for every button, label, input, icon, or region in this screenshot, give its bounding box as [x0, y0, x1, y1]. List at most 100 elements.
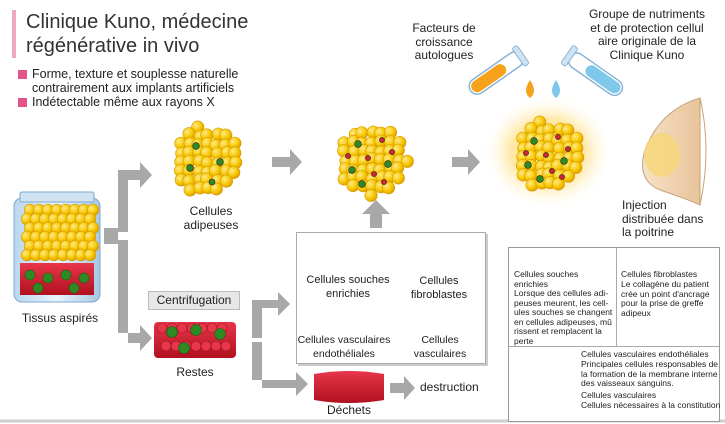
red-cell	[543, 152, 549, 158]
red-cell	[156, 322, 168, 334]
stem-cells-label: Cellules souches enrichies	[306, 274, 390, 300]
green-cell	[536, 175, 544, 183]
red-cell	[549, 168, 555, 174]
destruction-label: destruction	[420, 380, 479, 394]
green-cell	[216, 158, 224, 166]
green-cell	[354, 140, 362, 148]
breast-illustration	[642, 97, 707, 206]
red-cell	[160, 340, 172, 352]
centrifugation-label: Centrifugation	[148, 291, 240, 310]
waste-label: Déchets	[326, 403, 372, 417]
arrow-remainder-to-box	[238, 292, 290, 338]
endothelial-label: Cellules vasculaires endothéliales	[297, 334, 391, 360]
red-cell	[381, 179, 387, 185]
legend-divider-h	[509, 346, 719, 347]
fat-cell	[219, 174, 233, 188]
activated-cell-cluster	[515, 115, 585, 192]
red-cell	[190, 340, 202, 352]
adipose-cells-label: Cellules adipeuses	[183, 204, 239, 232]
red-cell	[365, 155, 371, 161]
green-cell	[32, 282, 44, 294]
green-cell	[190, 324, 202, 336]
arrow-destruction	[390, 376, 415, 400]
legend-vasc-title: Cellules vasculaires	[581, 390, 657, 400]
green-cell	[68, 282, 80, 294]
green-cell	[24, 269, 36, 281]
red-cell	[345, 153, 351, 159]
red-cell	[371, 171, 377, 177]
green-cell	[166, 326, 178, 338]
legend-fibro-title: Cellules fibroblastes	[621, 269, 698, 279]
arrow-remainder-to-waste	[238, 342, 308, 396]
red-cell	[389, 149, 395, 155]
arrow-to-adipose	[104, 162, 152, 232]
vascular-label: Cellules vasculaires	[413, 334, 467, 360]
fat-cell	[569, 160, 583, 174]
growth-factor-tube	[468, 45, 530, 95]
fat-cell	[551, 177, 565, 191]
fat-cell	[382, 181, 396, 195]
green-cell	[358, 180, 366, 188]
green-cell	[60, 269, 72, 281]
fat-cell	[400, 154, 414, 168]
aspirated-tissue-label: Tissus aspirés	[21, 311, 99, 325]
bullet-text-1: Forme, texture et souplesse naturelle co…	[32, 67, 239, 95]
fat-cell	[227, 165, 241, 179]
arrow-cluster-to-injection	[452, 149, 480, 175]
nutrient-tube	[560, 45, 624, 97]
green-cell	[208, 178, 216, 186]
legend-stem-title: Cellules souches enrichies	[514, 269, 579, 289]
red-cell	[176, 322, 188, 334]
arrow-stem	[104, 228, 118, 244]
title-accent-bar	[12, 10, 16, 58]
legend-endo-desc: Principales cellules responsables de la …	[581, 359, 719, 388]
green-cell	[348, 166, 356, 174]
waste-tissue	[314, 371, 384, 403]
bullet-text-2: Indétectable même aux rayons X	[32, 95, 215, 109]
bullet-marker	[18, 98, 27, 107]
red-cell	[523, 150, 529, 156]
fat-cell	[83, 248, 97, 262]
green-cell	[524, 161, 532, 169]
green-cell	[178, 342, 190, 354]
legend-stem-desc: Lorsque des cellules adi- peuses meurent…	[514, 288, 613, 346]
remainder-tissue	[154, 322, 236, 358]
green-cell	[214, 328, 226, 340]
green-cell	[192, 142, 200, 150]
fat-cell	[209, 182, 223, 196]
legend-panel	[508, 247, 720, 422]
bullet-marker	[18, 70, 27, 79]
fat-cell	[391, 171, 405, 185]
green-cell	[530, 137, 538, 145]
green-cell	[186, 164, 194, 172]
nutrients-label: Groupe de nutriments et de protection ce…	[588, 7, 706, 62]
arrow-up	[362, 200, 390, 228]
remainder-label: Restes	[176, 365, 214, 379]
arrow-adipose-to-cluster	[272, 149, 302, 175]
fibroblasts-label: Cellules fibroblastes	[410, 275, 468, 301]
orange-drop	[526, 80, 534, 98]
adipose-cell-cluster	[173, 120, 243, 197]
page-title: Clinique Kuno, médecine régénérative in …	[26, 11, 249, 57]
enriched-cell-cluster	[337, 125, 414, 202]
red-cell	[379, 137, 385, 143]
legend-vasc-desc: Cellules nécessaires à la constitution	[581, 400, 721, 410]
red-cell	[565, 146, 571, 152]
legend-endo-title: Cellules vasculaires endothéliales	[581, 349, 709, 359]
red-cell	[210, 340, 222, 352]
flow-arrows	[104, 149, 480, 400]
green-cell	[384, 160, 392, 168]
growth-factors-label: Facteurs de croissance autologues	[412, 21, 476, 62]
legend-fibro-desc: Le collagène du patient crée un point d'…	[621, 279, 710, 318]
green-cell	[560, 157, 568, 165]
aspirated-tissue-jar	[13, 191, 101, 303]
red-cell	[220, 340, 232, 352]
green-cell	[42, 272, 54, 284]
green-cell	[78, 272, 90, 284]
red-cell	[200, 340, 212, 352]
arrow-to-remainder	[104, 240, 152, 351]
blue-drop	[552, 80, 560, 98]
injection-label: Injection distribuée dans la poitrine	[622, 198, 704, 239]
red-cell	[559, 174, 565, 180]
